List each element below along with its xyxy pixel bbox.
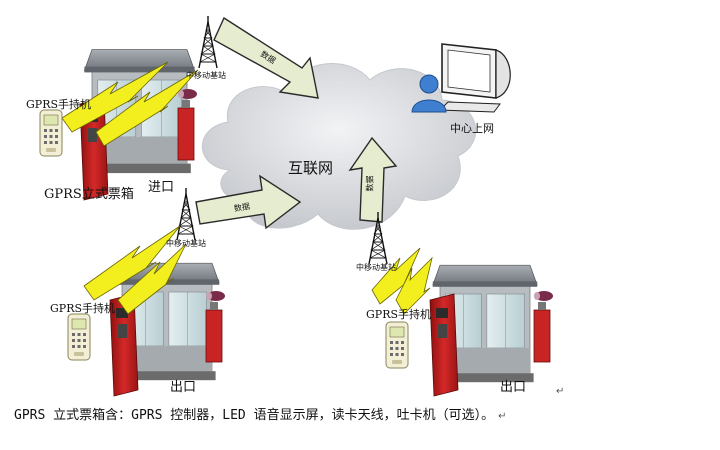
label-tower-top: 中移动基站 [186,71,226,80]
return-mark-caption: ↵ [498,411,507,422]
user-icon [411,74,447,113]
handheld-middle [67,313,91,361]
label-handheld-middle: GPRS手持机 [50,302,116,315]
signal-kiosk-middle [117,243,187,315]
tower-middle [176,187,196,241]
label-tower-middle: 中移动基站 [166,239,206,248]
diagram-caption: GPRS 立式票箱含：GPRS 控制器，LED 语音显示屏，读卡天线，吐卡机（可… [14,404,506,423]
wireless-signals [61,61,433,315]
label-tower-right: 中移动基站 [356,263,396,272]
label-handheld-right: GPRS手持机 [366,308,432,321]
label-data-right: 数据 [365,175,375,192]
signal-handheld-right [371,247,421,305]
signal-handheld-middle [83,225,181,301]
kiosk-exit-right [429,293,459,397]
label-exit-right: 出口 [500,380,527,395]
label-entry: 进口 [148,180,175,195]
data-arrow-middle [195,174,302,230]
data-arrow-top [213,16,319,99]
center-computer-icon [438,43,511,113]
return-mark-diagram: ↵ [556,386,565,397]
handheld-top [39,109,63,157]
data-arrows [195,16,398,230]
signal-handheld-top [61,61,169,133]
barrier-exit-right [533,290,554,363]
label-internet: 互联网 [288,159,334,177]
label-center: 中心上网 [450,122,494,135]
label-exit-left: 出口 [170,380,197,395]
signal-kiosk-right [395,256,433,315]
signal-kiosk-top [95,69,199,147]
handheld-right [385,321,409,369]
label-kiosk: GPRS立式票箱 [44,187,134,202]
caption-text: GPRS 立式票箱含：GPRS 控制器，LED 语音显示屏，读卡天线，吐卡机（可… [14,408,495,423]
label-handheld-top: GPRS手持机 [26,98,92,111]
data-arrow-right [348,136,398,223]
tower-top [198,15,218,69]
